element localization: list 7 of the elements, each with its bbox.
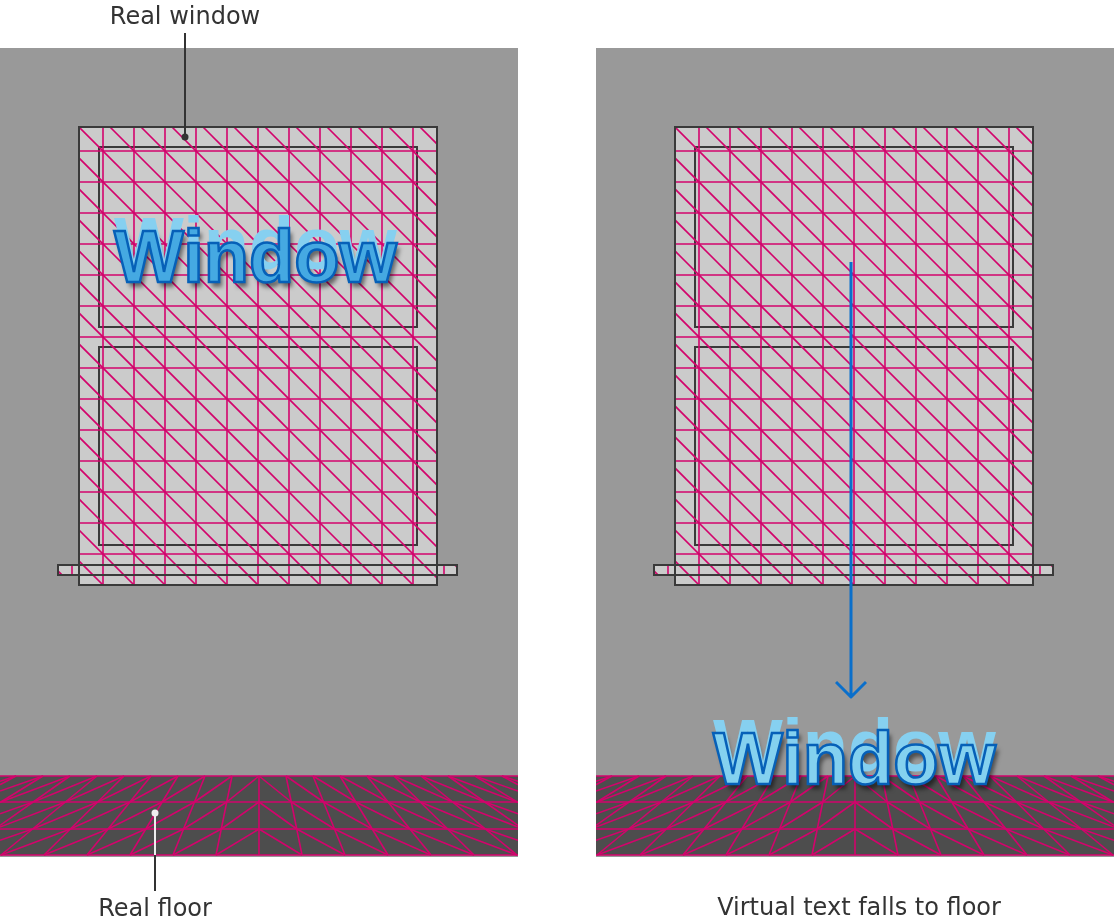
callout-label: Real window (109, 2, 261, 30)
callout-label: Real floor (98, 894, 212, 922)
window-illustration (57, 125, 459, 587)
leader-line (181, 32, 189, 141)
caption: Virtual text falls to floor (717, 893, 1001, 921)
floor-illustration (0, 775, 518, 856)
leader-line (151, 809, 159, 892)
